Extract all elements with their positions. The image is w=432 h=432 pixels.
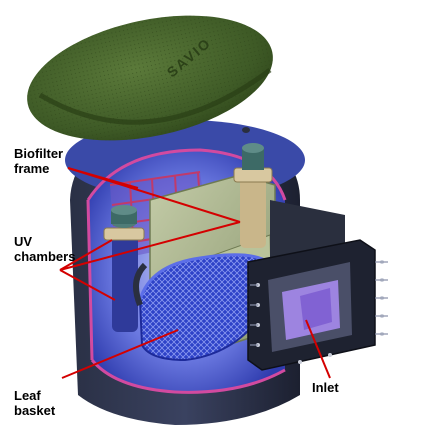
label-uv-chambers: UV chambers [14,234,76,264]
callout-line-biofilter-2 [67,167,241,223]
callout-line-leaf [61,329,179,379]
label-leaf-basket: Leaf basket [14,388,56,418]
callout-line-uv-right [59,221,241,271]
uv-chamber-left [103,205,145,332]
lid: SAVIO [27,15,273,141]
label-biofilter-frame: Biofilter frame [14,146,64,176]
label-inlet: Inlet [312,380,339,395]
callout-line-inlet [305,319,331,379]
uv-chamber-right [233,143,273,248]
callout-lines [59,167,331,379]
callout-line-uv-low [59,269,116,301]
inlet-assembly [247,200,388,371]
callout-line-uv-left [59,239,113,271]
